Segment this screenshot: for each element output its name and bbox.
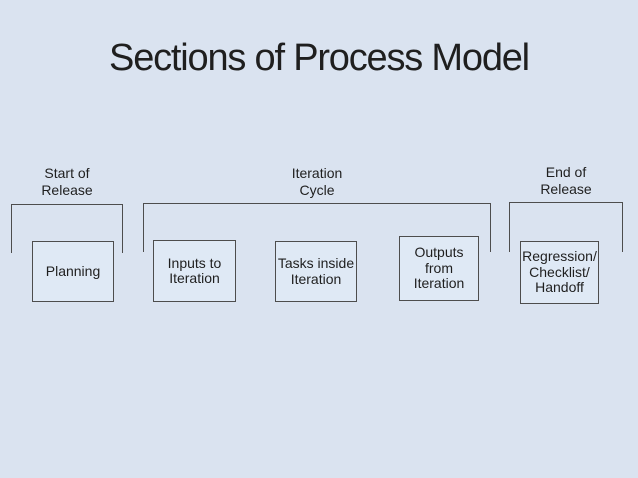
process-box-inputs-to-iteration: Inputs to Iteration <box>153 240 236 302</box>
start-of-release-bracket <box>11 204 123 253</box>
process-box-outputs-from-iteration: Outputs from Iteration <box>399 236 479 301</box>
process-box-planning: Planning <box>32 241 114 302</box>
process-box-tasks-inside-iteration: Tasks inside Iteration <box>275 241 357 302</box>
process-box-regression-checklist-handoff: Regression/ Checklist/ Handoff <box>520 241 599 304</box>
group-label-start-of-release: Start of Release <box>41 165 93 198</box>
slide-title: Sections of Process Model <box>109 37 530 79</box>
iteration-cycle-bracket <box>143 203 491 252</box>
end-of-release-bracket <box>509 202 623 252</box>
group-label-end-of-release: End of Release <box>540 164 592 197</box>
group-label-iteration-cycle: Iteration Cycle <box>291 165 343 198</box>
